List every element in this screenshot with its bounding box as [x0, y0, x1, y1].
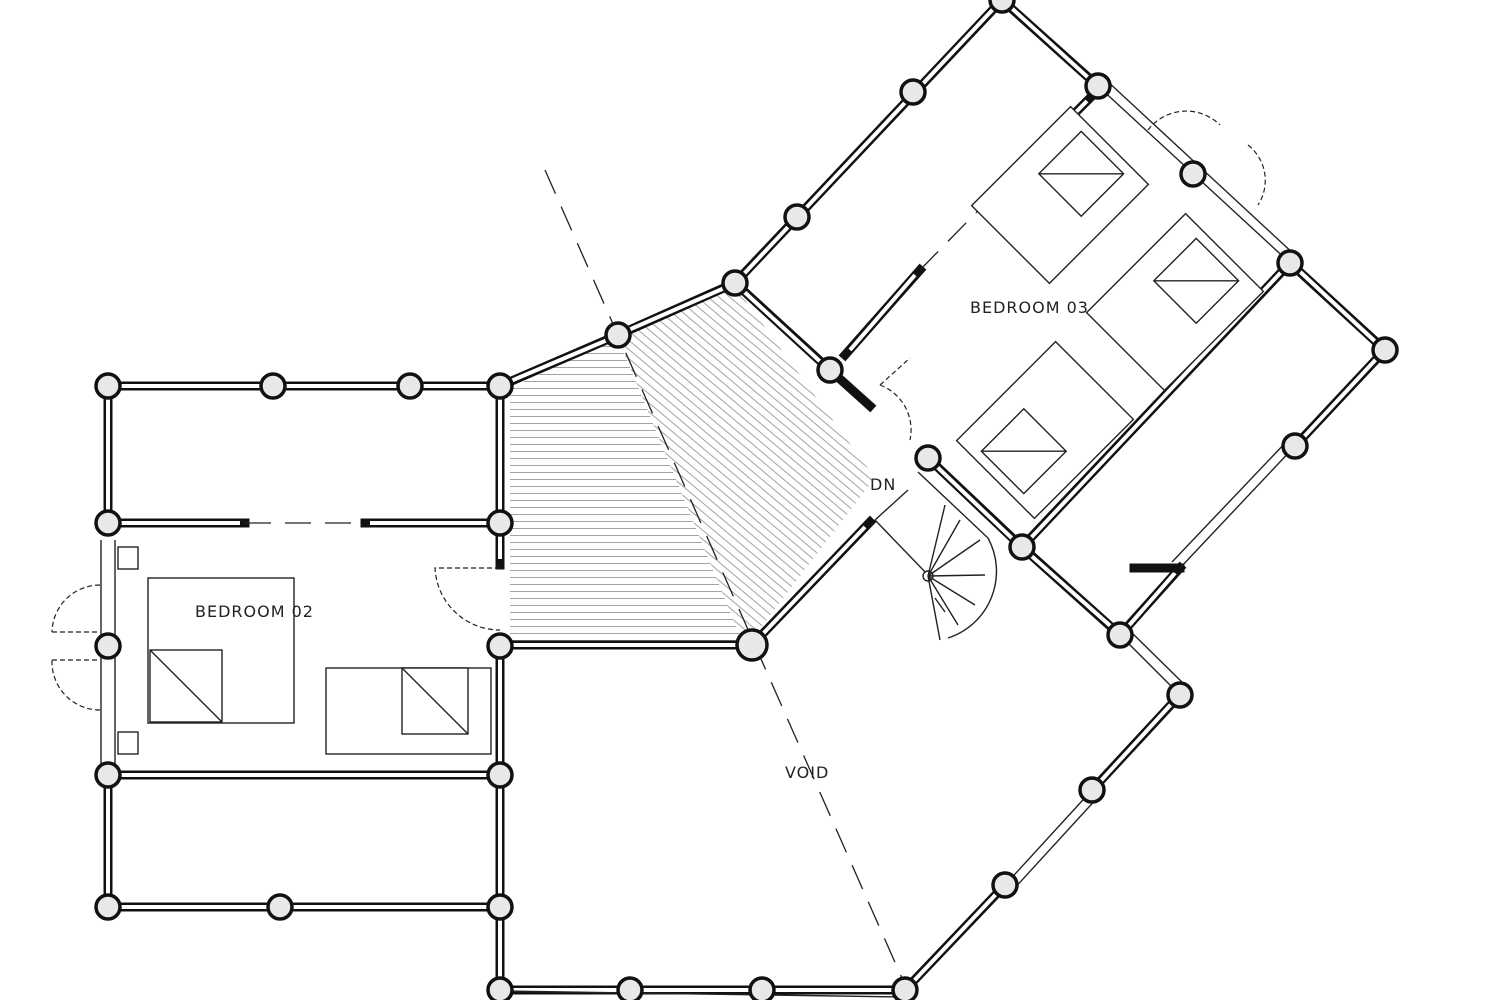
bedroom-02-furniture — [117, 546, 492, 755]
bedroom-03-label: BEDROOM 03 — [970, 298, 1089, 317]
landing-hatch-left — [510, 338, 745, 648]
spiral-stair — [874, 471, 998, 641]
landing-hatch-right — [618, 286, 875, 648]
exterior-walls — [103, 0, 1392, 997]
stair-down-label: DN — [870, 475, 896, 494]
bedroom-03-furniture — [955, 105, 1265, 520]
door-swings — [51, 110, 1266, 711]
columns — [94, 0, 1399, 1000]
void-label: VOID — [785, 763, 829, 782]
bedroom-02-label: BEDROOM 02 — [195, 602, 314, 621]
